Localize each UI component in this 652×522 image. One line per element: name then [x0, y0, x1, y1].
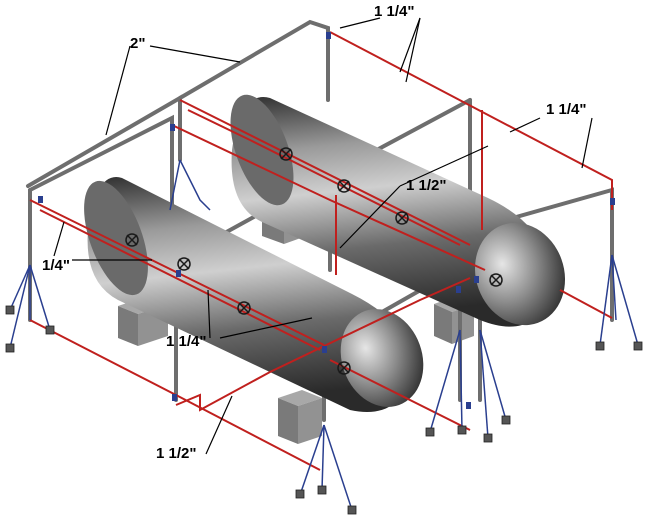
- red-process-pipes: [29, 31, 613, 471]
- support-leg: [9, 264, 31, 349]
- pipe-size-label: 1 1/4": [374, 3, 414, 20]
- support-leg: [321, 424, 325, 491]
- red-pipe: [187, 109, 461, 246]
- support-leg: [599, 254, 613, 346]
- frame-pipe-back: [178, 19, 330, 102]
- pipe-size-label: 2": [130, 35, 145, 52]
- support-leg: [179, 159, 211, 211]
- pipe-size-label: 1 1/2": [406, 177, 446, 194]
- red-pipe: [329, 359, 471, 431]
- support-leg: [323, 424, 353, 511]
- red-pipe: [559, 289, 613, 319]
- leader-line: [399, 17, 421, 73]
- storage-tank-front: [84, 177, 424, 412]
- support-legs: [9, 159, 639, 511]
- leader-line: [509, 117, 541, 133]
- leader-line: [219, 317, 313, 339]
- valve-icon: [337, 361, 351, 375]
- leader-line: [105, 45, 131, 136]
- valves: [125, 147, 503, 375]
- pipe-size-label: 1/4": [42, 257, 70, 274]
- support-leg: [459, 329, 463, 431]
- leader-line: [405, 17, 421, 83]
- support-leg: [479, 329, 489, 439]
- fittings: [38, 32, 615, 409]
- leader-line: [149, 45, 241, 63]
- pipe-size-label: 1 1/4": [546, 101, 586, 118]
- support-leg: [611, 254, 617, 321]
- support-leg: [611, 254, 639, 346]
- leader-line: [207, 289, 211, 339]
- pipe-size-label: 1 1/2": [156, 445, 196, 462]
- leader-line: [53, 221, 65, 257]
- foot-pads: [5, 305, 643, 515]
- leader-line: [339, 17, 381, 29]
- support-leg: [9, 264, 31, 311]
- valve-icon: [337, 179, 351, 193]
- support-leg: [29, 264, 51, 331]
- dimension-labels: 1 1/4" 1 1/4" 2" 1 1/2" 1/4" 1 1/4" 1 1/…: [42, 3, 586, 462]
- leader-line: [339, 185, 401, 249]
- storage-tank-rear: [230, 94, 566, 327]
- leader-line: [399, 145, 489, 187]
- valve-icon: [395, 211, 409, 225]
- red-pipe: [171, 124, 486, 271]
- valve-icon: [279, 147, 293, 161]
- support-leg: [169, 159, 181, 211]
- leader-lines: [53, 17, 593, 455]
- valve-icon: [125, 233, 139, 247]
- base-block: [278, 390, 322, 444]
- leader-line: [205, 395, 233, 455]
- pipe-size-label: 1 1/4": [166, 333, 206, 350]
- red-pipe: [179, 99, 471, 246]
- support-leg: [429, 329, 461, 433]
- red-pipe: [29, 199, 325, 346]
- support-leg: [299, 424, 325, 496]
- valve-icon: [177, 257, 191, 271]
- frame-pipe-left: [26, 94, 182, 188]
- support-leg: [479, 329, 507, 421]
- valve-icon: [489, 273, 503, 287]
- red-pipe: [175, 277, 471, 412]
- valve-icon: [237, 301, 251, 315]
- leader-line: [581, 117, 593, 169]
